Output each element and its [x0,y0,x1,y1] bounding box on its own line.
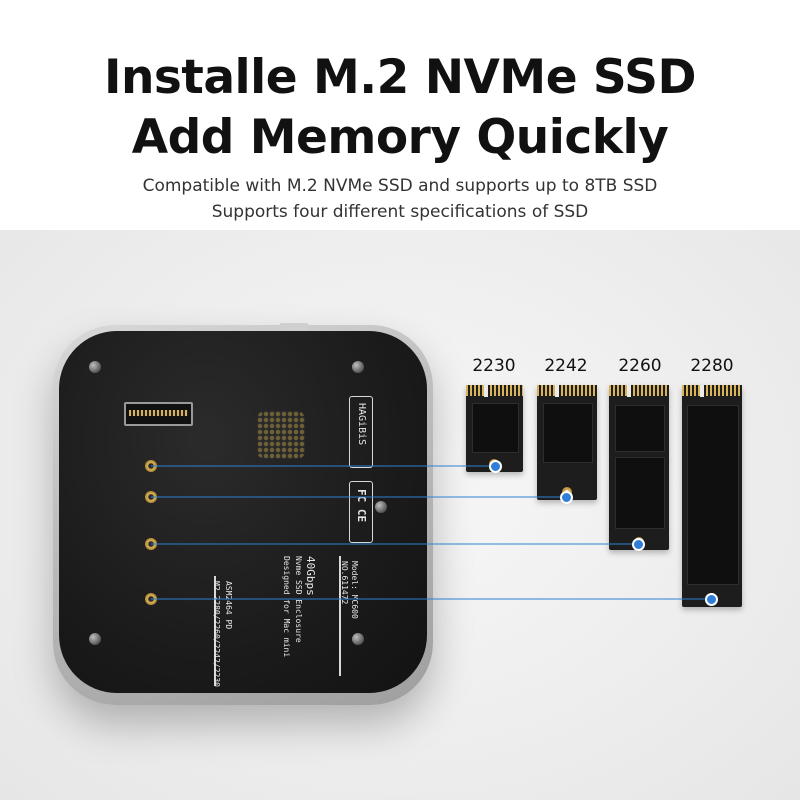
headline-line-1: Installe M.2 NVMe SSD [103,50,697,105]
ssd-label-2280: 2280 [690,356,734,376]
m2-connector [124,402,193,426]
ssd-label-2230: 2230 [472,356,516,376]
cert-label-box [349,481,373,543]
mount-point-2242 [560,491,573,504]
ssd-2230 [466,385,523,472]
subheadline-line-2: Supports four different specifications o… [211,202,589,222]
mount-point-2260 [632,538,645,551]
brand-label-box [349,396,373,468]
connector-lines [151,465,711,600]
screw-icon [375,501,387,513]
screw-icon [89,633,101,645]
headline-line-2: Add Memory Quickly [131,110,669,165]
product-scene: HAGiBiS FC CE Model: MC600 NO.611472 40G… [0,230,800,800]
ssd-label-2242: 2242 [544,356,588,376]
ssd-2242 [537,385,597,500]
controller-chip [257,411,305,459]
screw-icon [352,633,364,645]
screw-icon [89,361,101,373]
circuit-board: HAGiBiS FC CE Model: MC600 NO.611472 40G… [59,331,427,693]
subheadline-line-1: Compatible with M.2 NVMe SSD and support… [142,176,658,196]
ssd-2260 [609,385,669,550]
mount-point-2230 [489,460,502,473]
mount-point-2280 [705,593,718,606]
board-divider [339,556,341,676]
ssd-label-2260: 2260 [618,356,662,376]
ssd-enclosure: HAGiBiS FC CE Model: MC600 NO.611472 40G… [53,323,433,705]
screw-icon [352,361,364,373]
board-divider [214,576,216,686]
ssd-2280 [682,385,742,607]
